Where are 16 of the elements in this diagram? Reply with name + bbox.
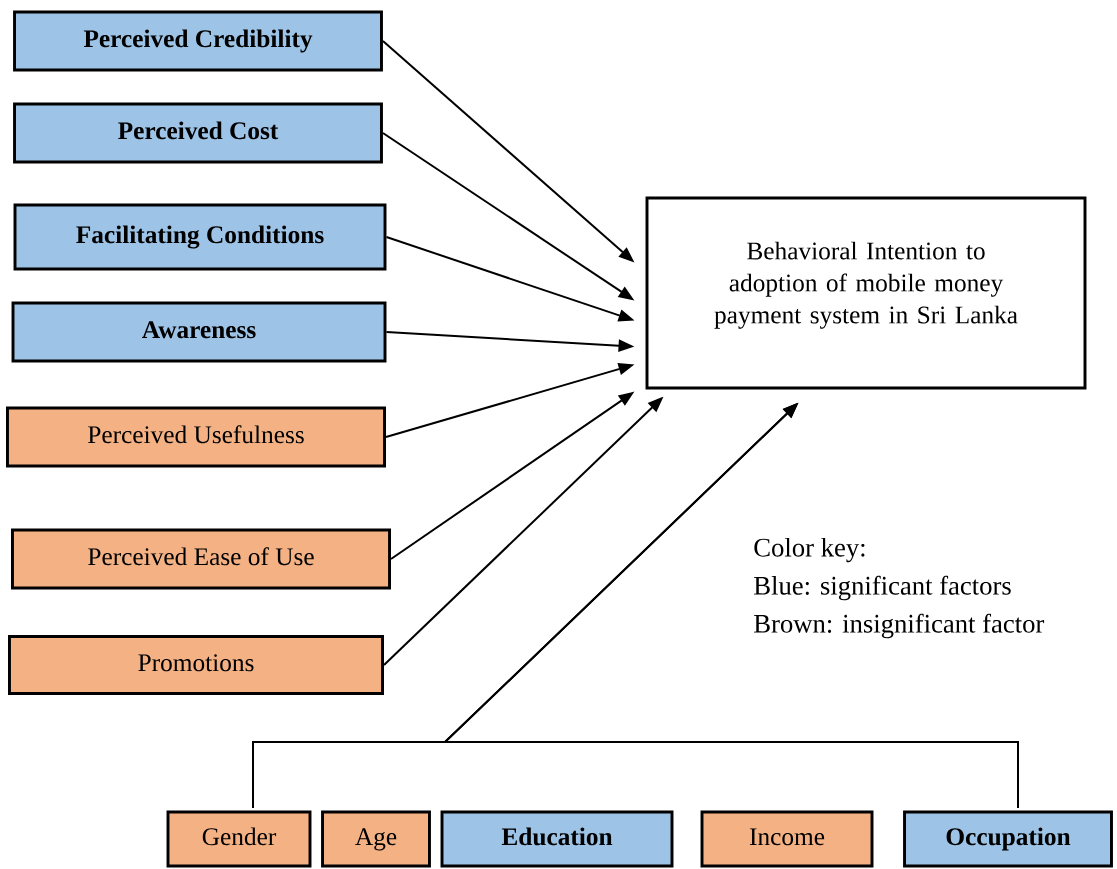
factor-box: Promotions bbox=[8, 635, 384, 695]
factor-box: Gender bbox=[166, 810, 312, 868]
factor-box: Perceived Ease of Use bbox=[11, 528, 391, 590]
outcome-box: Behavioral Intention to adoption of mobile money payment system in Sri Lanka bbox=[645, 196, 1087, 390]
legend-text: Blue: significant factors bbox=[754, 575, 1011, 601]
factor-box: Awareness bbox=[11, 301, 387, 363]
factor-box: Education bbox=[440, 810, 674, 868]
factor-box: Perceived Cost bbox=[13, 102, 383, 164]
factor-box: Age bbox=[321, 810, 431, 868]
factor-box: Perceived Credibility bbox=[13, 10, 383, 72]
legend-text: Color key: bbox=[754, 537, 865, 563]
factor-box: Facilitating Conditions bbox=[13, 203, 387, 271]
factor-box: Income bbox=[700, 810, 874, 868]
factor-box: Perceived Usefulness bbox=[6, 406, 386, 468]
factor-box: Occupation bbox=[903, 810, 1113, 868]
legend-text: Brown: insignificant factor bbox=[754, 613, 1045, 639]
